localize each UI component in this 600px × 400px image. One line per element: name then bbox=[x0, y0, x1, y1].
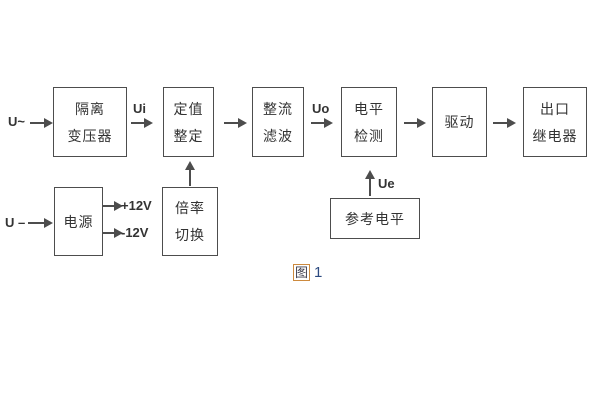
block-rectify-line1: 整流 bbox=[263, 100, 293, 117]
arrow-setpoint-to-rectify-icon bbox=[224, 118, 247, 127]
arrow-level-to-drive-icon bbox=[404, 118, 426, 127]
block-drive-line1: 驱动 bbox=[444, 114, 475, 130]
block-rectify-line2: 滤波 bbox=[263, 127, 293, 144]
figure-caption: 图 1 bbox=[293, 264, 322, 281]
label-ui: Ui bbox=[133, 101, 146, 116]
arrow-plus12-icon bbox=[103, 201, 123, 210]
arrow-ac-input-icon bbox=[30, 118, 53, 127]
label-minus12v: -12V bbox=[121, 225, 149, 240]
block-ratio-line2: 切换 bbox=[175, 227, 205, 243]
label-dc-input: U – bbox=[5, 215, 26, 230]
arrow-ue-icon bbox=[365, 170, 374, 196]
block-ratio-line1: 倍率 bbox=[175, 200, 205, 216]
block-setpoint-line2: 整定 bbox=[173, 127, 204, 144]
block-isolation-line2: 变压器 bbox=[67, 127, 113, 144]
block-setpoint-adjust: 定值 整定 bbox=[163, 87, 214, 157]
block-level-line1: 电平 bbox=[354, 100, 384, 117]
arrow-drive-to-relay-icon bbox=[493, 118, 516, 127]
block-rectifier-filter: 整流 滤波 bbox=[252, 87, 304, 157]
label-ue: Ue bbox=[378, 176, 395, 191]
block-reference-level: 参考电平 bbox=[330, 198, 420, 239]
block-relay-line2: 继电器 bbox=[532, 127, 578, 144]
block-power-supply: 电源 bbox=[54, 187, 103, 256]
arrow-ratio-to-setpoint-icon bbox=[185, 161, 194, 186]
block-drive: 驱动 bbox=[432, 87, 487, 157]
figure-caption-number: 1 bbox=[314, 264, 323, 281]
block-output-relay: 出口 继电器 bbox=[523, 87, 587, 157]
label-uo: Uo bbox=[312, 101, 330, 116]
block-isolation-line1: 隔离 bbox=[75, 100, 105, 117]
arrow-minus12-icon bbox=[103, 228, 123, 237]
block-relay-line1: 出口 bbox=[540, 100, 570, 117]
arrow-ui-icon bbox=[131, 118, 153, 127]
figure-caption-char: 图 bbox=[293, 264, 311, 281]
block-power-line1: 电源 bbox=[63, 213, 94, 230]
label-plus12v: +12V bbox=[121, 198, 152, 213]
block-reference-line1: 参考电平 bbox=[345, 210, 405, 227]
block-setpoint-line1: 定值 bbox=[173, 100, 204, 117]
arrow-uo-icon bbox=[311, 118, 333, 127]
block-isolation-transformer: 隔离 变压器 bbox=[53, 87, 127, 157]
block-level-line2: 检测 bbox=[354, 127, 384, 144]
label-ac-input: U~ bbox=[8, 114, 25, 129]
block-level-detect: 电平 检测 bbox=[341, 87, 397, 157]
block-ratio-switch: 倍率 切换 bbox=[162, 187, 218, 256]
arrow-dc-input-icon bbox=[28, 218, 53, 227]
